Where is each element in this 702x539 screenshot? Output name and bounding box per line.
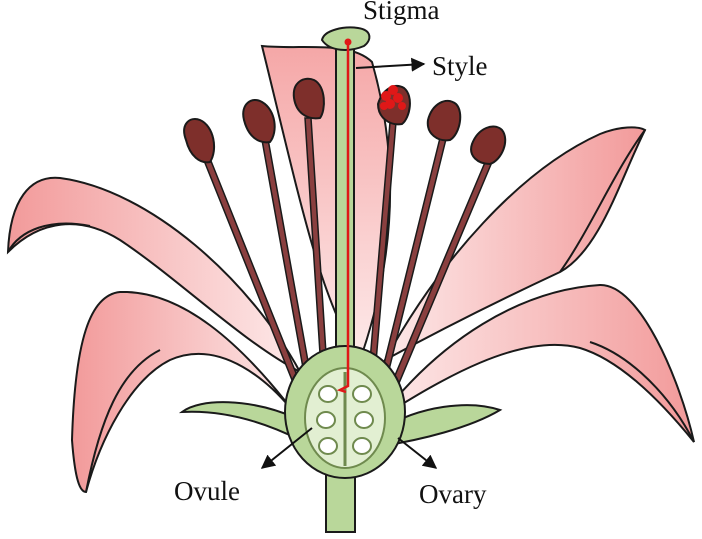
ovary-arrow <box>397 437 438 469</box>
ovule-6 <box>352 437 372 455</box>
style-label: Style <box>432 51 488 81</box>
anther-5 <box>426 99 462 142</box>
ovule-2 <box>352 385 372 403</box>
stigma <box>320 26 371 51</box>
stalk <box>325 469 356 533</box>
ovule-label: Ovule <box>174 476 240 506</box>
filaments <box>202 117 494 397</box>
petal-left-lower-fold <box>85 349 161 493</box>
petal-right-upper-fold <box>559 129 646 273</box>
ovule-3 <box>316 411 336 429</box>
petal-right-lower-fold <box>589 341 695 443</box>
anther-3 <box>292 77 325 120</box>
petal-left-lower <box>70 290 301 494</box>
petal-left-upper <box>6 176 303 375</box>
sepal-right <box>378 404 503 448</box>
petal-left-upper-fold <box>7 222 91 253</box>
pollen-grains <box>380 85 406 110</box>
anther-1 <box>183 118 216 164</box>
petal-back <box>260 44 392 363</box>
pollen-tube <box>336 40 350 394</box>
ovary-label: Ovary <box>419 479 487 509</box>
ovule-arrow <box>260 427 313 469</box>
ovules <box>316 385 374 455</box>
anther-6 <box>470 125 507 166</box>
ovule-4 <box>354 411 374 429</box>
stigma-label: Stigma <box>363 0 440 25</box>
style-arrow <box>355 57 426 72</box>
sepal-left <box>178 401 302 442</box>
anther-2 <box>242 99 276 144</box>
pollen-on-stigma <box>344 38 352 46</box>
ovule-1 <box>318 385 338 403</box>
ovule-5 <box>318 437 338 455</box>
style <box>335 45 355 361</box>
petal-right-lower <box>379 283 695 443</box>
